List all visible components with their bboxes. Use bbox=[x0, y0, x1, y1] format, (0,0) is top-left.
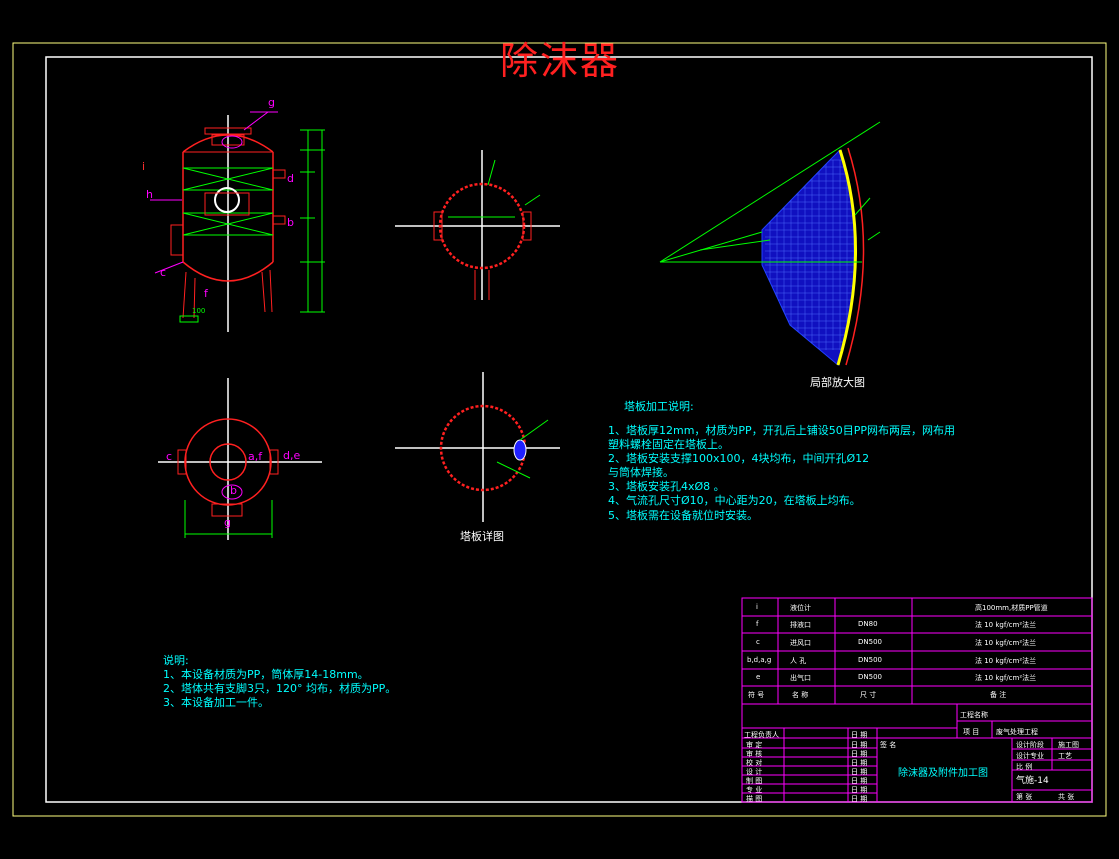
nozzle-row-name: 液位计 bbox=[790, 604, 811, 612]
nozzle-row-size: DN500 bbox=[858, 638, 882, 646]
role-0: 工程负责人 bbox=[744, 731, 779, 739]
nozzle-row-note: 法 10 kgf/cm²法兰 bbox=[975, 674, 1037, 682]
plate-notes-heading: 塔板加工说明: bbox=[624, 400, 694, 413]
general-note-3: 3、本设备加工一件。 bbox=[163, 696, 269, 709]
plan-callout-g: g bbox=[224, 516, 231, 529]
plan-callout-de: d,e bbox=[283, 449, 301, 462]
role-5: 制 图 bbox=[746, 777, 763, 785]
nozzle-header-mark: 符 号 bbox=[748, 691, 765, 699]
discipline-value: 工艺 bbox=[1058, 752, 1072, 760]
nozzle-row-note: 法 10 kgf/cm²法兰 bbox=[975, 657, 1037, 665]
nozzle-row-size: DN500 bbox=[858, 656, 882, 664]
general-note-2: 2、塔体共有支脚3只，120° 均布，材质为PP。 bbox=[163, 682, 397, 695]
nozzle-row-size: DN500 bbox=[858, 673, 882, 681]
nozzle-row-note: 法 10 kgf/cm²法兰 bbox=[975, 621, 1037, 629]
plate-note-1: 1、塔板厚12mm，材质为PP，开孔后上铺设50目PP网布两层，网布用 bbox=[608, 424, 955, 437]
plate-note-2b: 与筒体焊接。 bbox=[608, 466, 674, 479]
plate-note-4: 4、气流孔尺寸Ø10，中心距为20，在塔板上均布。 bbox=[608, 494, 861, 507]
date-label: 日 期 bbox=[851, 786, 868, 794]
nozzle-row-mark: i bbox=[756, 603, 758, 611]
general-notes-heading: 说明: bbox=[163, 654, 189, 667]
plate-note-3: 3、塔板安装孔4xØ8 。 bbox=[608, 480, 725, 493]
drawing-title-block: 除沫器及附件加工图 bbox=[898, 768, 988, 779]
nozzle-row-name: 进风口 bbox=[790, 639, 811, 647]
callout-c: c bbox=[160, 266, 167, 279]
plate-detail bbox=[395, 372, 560, 522]
callout-g: g bbox=[268, 96, 275, 109]
role-4: 设 计 bbox=[746, 768, 763, 776]
general-note-1: 1、本设备材质为PP，筒体厚14-18mm。 bbox=[163, 668, 369, 681]
drawing-no: 气施-14 bbox=[1016, 776, 1049, 786]
drawing-title: 除沫器 bbox=[499, 39, 620, 83]
nozzle-row-size: DN80 bbox=[858, 620, 878, 628]
nozzle-row-note: 法 10 kgf/cm²法兰 bbox=[975, 639, 1037, 647]
nozzle-row-name: 排液口 bbox=[790, 621, 811, 629]
name-label: 签 名 bbox=[880, 741, 897, 749]
nozzle-header-size: 尺 寸 bbox=[860, 691, 877, 699]
callout-d: d bbox=[287, 172, 294, 185]
date-label: 日 期 bbox=[851, 768, 868, 776]
section-view bbox=[395, 150, 560, 300]
date-label: 日 期 bbox=[851, 795, 868, 803]
date-label: 日 期 bbox=[851, 741, 868, 749]
callout-b: b bbox=[287, 216, 294, 229]
plan-view bbox=[158, 378, 322, 540]
item-value: 废气处理工程 bbox=[996, 728, 1038, 736]
callout-i: i bbox=[142, 160, 146, 173]
stage-label: 设计阶段 bbox=[1016, 741, 1044, 749]
role-2: 审 核 bbox=[746, 750, 763, 758]
discipline-label: 设计专业 bbox=[1016, 752, 1044, 760]
nozzle-row-mark: e bbox=[756, 673, 761, 681]
elevation-view bbox=[150, 111, 325, 332]
plan-callout-c: c bbox=[166, 450, 173, 463]
plan-callout-af: a,f bbox=[248, 450, 263, 463]
nozzle-row-name: 人 孔 bbox=[790, 657, 807, 665]
item-label: 项 目 bbox=[963, 728, 980, 736]
role-3: 校 对 bbox=[746, 759, 763, 767]
role-1: 审 定 bbox=[746, 741, 763, 749]
outer-frame bbox=[12, 42, 1107, 817]
role-7: 描 图 bbox=[746, 795, 763, 803]
total-label: 共 张 bbox=[1058, 793, 1075, 801]
nozzle-table-grid bbox=[741, 597, 1093, 705]
nozzle-row-note: 高100mm,材质PP管道 bbox=[975, 604, 1048, 612]
stage-value: 施工图 bbox=[1058, 741, 1079, 749]
nozzle-header-note: 备 注 bbox=[990, 691, 1007, 699]
nozzle-row-mark: b,d,a,g bbox=[747, 656, 772, 664]
date-label: 日 期 bbox=[851, 731, 868, 739]
detail-caption: 局部放大图 bbox=[810, 376, 865, 389]
plate-note-5: 5、塔板需在设备就位时安装。 bbox=[608, 509, 758, 522]
plate-note-1b: 塑料螺栓固定在塔板上。 bbox=[608, 438, 729, 451]
inner-frame bbox=[45, 56, 1093, 803]
plate-caption: 塔板详图 bbox=[460, 530, 504, 543]
nozzle-row-mark: f bbox=[756, 620, 759, 628]
project-label: 工程名称 bbox=[960, 711, 988, 719]
plan-callout-b: b bbox=[230, 484, 237, 497]
callout-h: h bbox=[146, 188, 153, 201]
scale-label: 比 例 bbox=[1016, 763, 1033, 771]
date-label: 日 期 bbox=[851, 777, 868, 785]
page-label: 第 张 bbox=[1016, 793, 1033, 801]
nozzle-header-name: 名 称 bbox=[792, 691, 809, 699]
nozzle-row-name: 出气口 bbox=[790, 674, 811, 682]
plate-note-2: 2、塔板安装支撑100x100，4块均布，中间开孔Ø12 bbox=[608, 452, 870, 465]
date-label: 日 期 bbox=[851, 759, 868, 767]
leg-size: 100 bbox=[192, 307, 206, 315]
nozzle-row-mark: c bbox=[756, 638, 760, 646]
callout-f: f bbox=[204, 287, 208, 300]
role-6: 专 业 bbox=[746, 786, 763, 794]
title-block-grid bbox=[741, 703, 1093, 803]
date-label: 日 期 bbox=[851, 750, 868, 758]
enlarged-detail bbox=[659, 121, 881, 366]
